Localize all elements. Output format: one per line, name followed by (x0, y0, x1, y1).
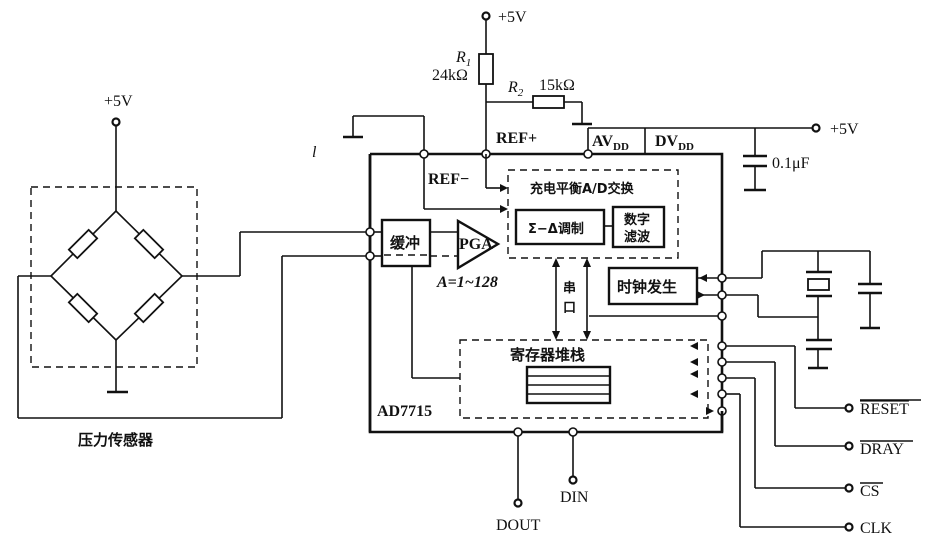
dvdd-label: DVDD (655, 133, 694, 153)
adc-group-outline (507, 169, 679, 259)
din-label: DIN (560, 489, 589, 506)
reference-network: +5V R1 24kΩ R2 15kΩ REF+ l REF− (312, 9, 592, 188)
buffer-label: 缓冲 (390, 234, 420, 252)
digital-filter-block (611, 205, 666, 249)
reset-pin (717, 341, 727, 351)
clock-generator-block (607, 266, 699, 306)
vdd-supply-label: +5V (830, 121, 859, 138)
adc-group-label: 充电平衡A/D交换 (530, 181, 635, 197)
cs-pin (717, 373, 727, 383)
r1-name: R1 (455, 49, 471, 69)
vdd-supply-terminal (811, 123, 821, 133)
ref-supply-terminal (481, 11, 491, 21)
serial-label-2: 口 (563, 301, 576, 316)
register-label: 寄存器堆栈 (510, 346, 585, 364)
bridge-supply-terminal (111, 117, 121, 127)
ain-plus-pin (365, 227, 375, 237)
chip-name: AD7715 (377, 403, 432, 420)
right-side-pins: RESET DRAY CS CLK (717, 250, 921, 537)
sensor-label: 压力传感器 (78, 431, 154, 449)
ref-minus-label: REF− (428, 171, 469, 188)
ain-minus-pin (365, 251, 375, 261)
bridge-resistor-br (133, 292, 165, 324)
modulator-label: Σ−Δ调制 (528, 221, 584, 237)
bridge-resistor-tr (133, 228, 165, 260)
modulator-block (514, 208, 606, 246)
din-terminal (568, 475, 578, 485)
avdd-label: AVDD (592, 133, 629, 153)
sensor-dashed-outline (30, 186, 198, 368)
r2-name: R2 (507, 79, 524, 99)
crystal-icon (807, 278, 830, 291)
serial-pin (717, 311, 727, 321)
reset-terminal (844, 403, 854, 413)
r1-resistor (478, 53, 494, 85)
r2-value: 15kΩ (539, 77, 575, 94)
chip-left-mark: l (312, 144, 317, 161)
pressure-sensor-bridge: +5V 压力传感器 (17, 93, 370, 449)
dray-label: DRAY (860, 441, 904, 458)
ref-plus-label: REF+ (496, 130, 537, 147)
internal-blocks: 充电平衡A/D交换 Σ−Δ调制 数字 滤波 缓冲 PGA A=1~128 串 口 (365, 154, 722, 432)
pga-label: PGA (459, 236, 493, 253)
reset-label: RESET (860, 401, 909, 418)
mclk-out-pin (717, 290, 727, 300)
clock-label: 时钟发生 (617, 278, 677, 296)
dout-terminal (513, 498, 523, 508)
r2-resistor (532, 95, 565, 109)
clk-label: CLK (860, 520, 892, 537)
dout-pin (513, 427, 523, 437)
vdd-supply: +5V 0.1μF (743, 121, 859, 192)
clk-pin (717, 389, 727, 399)
filter-label-1: 数字 (624, 212, 650, 228)
filter-label-2: 滤波 (624, 229, 651, 245)
gain-label: A=1~128 (436, 274, 498, 291)
avdd-pin (583, 149, 593, 159)
clk-terminal (844, 522, 854, 532)
din-pin (568, 427, 578, 437)
cs-label: CS (860, 483, 880, 500)
dout-label: DOUT (496, 517, 541, 534)
bridge-supply-label: +5V (104, 93, 133, 110)
bridge-resistor-bl (67, 292, 99, 324)
ref-supply-label: +5V (498, 9, 527, 26)
cs-terminal (844, 483, 854, 493)
buffer-block (380, 218, 432, 268)
ref-minus-pin (419, 149, 429, 159)
register-group-outline (459, 339, 709, 419)
pga-amplifier (456, 218, 501, 271)
mclk-in-pin (717, 273, 727, 283)
bridge-resistor-tl (67, 228, 99, 260)
serial-label-1: 串 (563, 280, 576, 296)
capacitor-value: 0.1μF (772, 155, 810, 172)
bottom-pins: DOUT DIN (496, 427, 589, 534)
r1-value: 24kΩ (432, 67, 468, 84)
dray-pin (717, 357, 727, 367)
dray-terminal (844, 441, 854, 451)
